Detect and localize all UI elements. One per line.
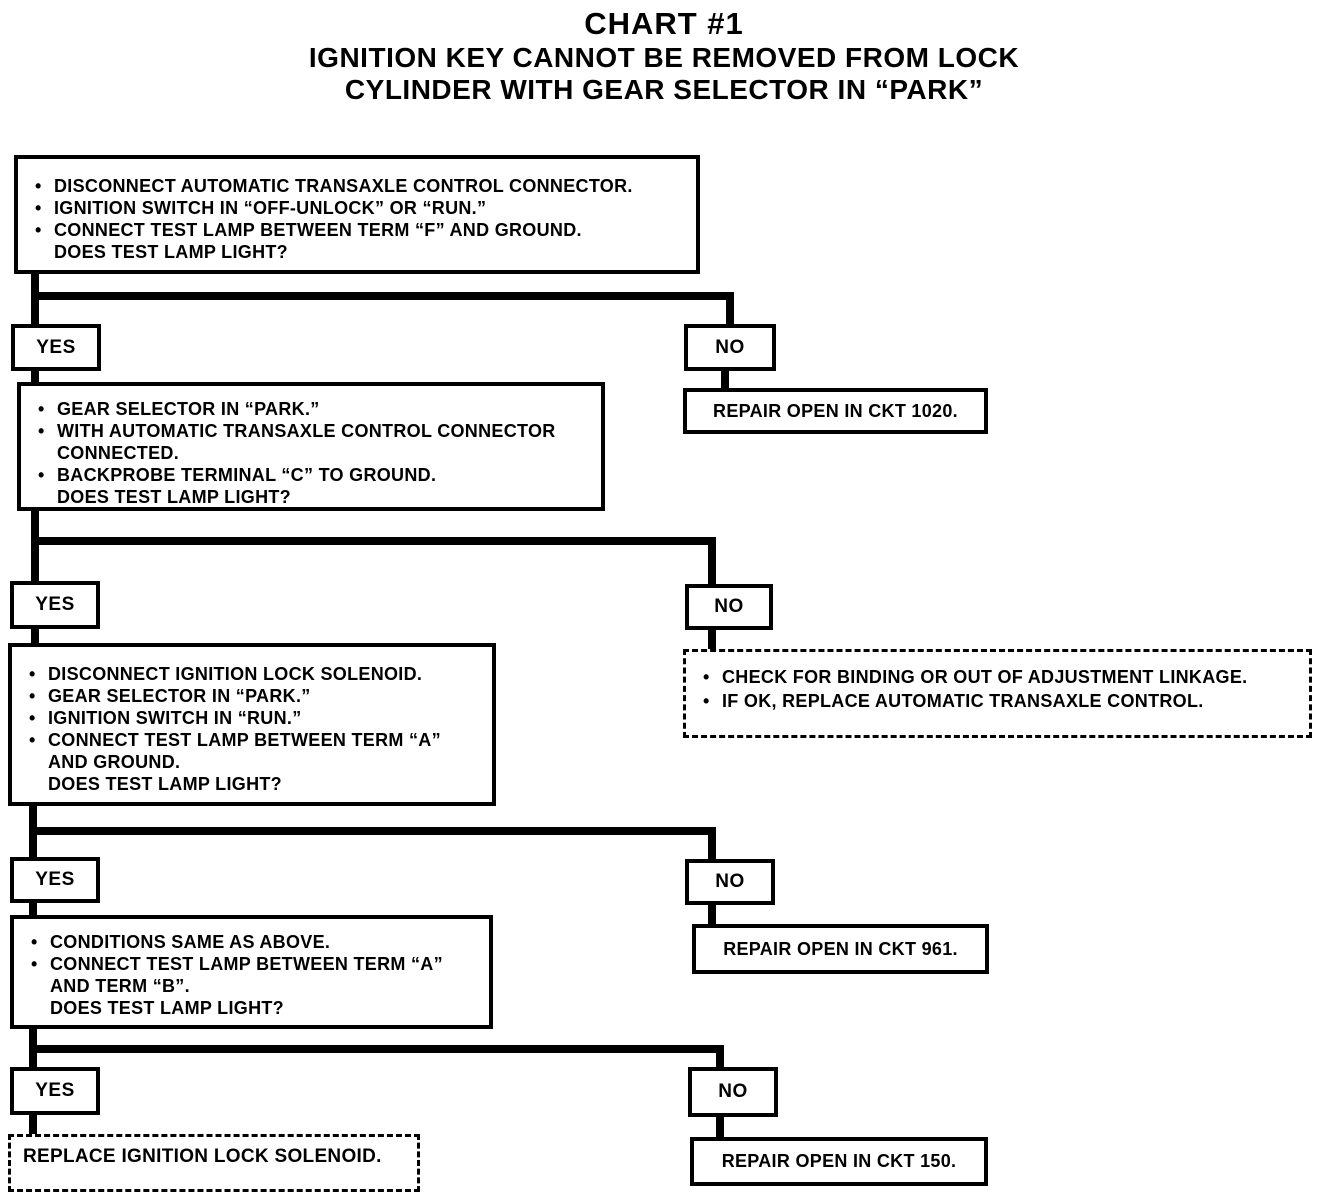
- connector-line: [31, 508, 39, 583]
- outcome-replace-solenoid: REPLACE IGNITION LOCK SOLENOID.: [8, 1134, 420, 1192]
- no-box-4: NO: [688, 1067, 778, 1117]
- instruction-bullet: DISCONNECT IGNITION LOCK SOLENOID.: [26, 663, 468, 685]
- connector-line: [29, 901, 37, 917]
- instruction-bullet: WITH AUTOMATIC TRANSAXLE CONTROL CONNECT…: [35, 420, 595, 464]
- instruction-bullet: GEAR SELECTOR IN “PARK.”: [35, 398, 595, 420]
- outcome-repair-ckt-1020: REPAIR OPEN IN CKT 1020.: [683, 388, 988, 434]
- instruction-bullet: DISCONNECT AUTOMATIC TRANSAXLE CONTROL C…: [32, 175, 690, 197]
- connector-line: [716, 1045, 724, 1070]
- chart-subtitle-line-1: IGNITION KEY CANNOT BE REMOVED FROM LOCK: [308, 42, 1020, 73]
- chart-title-block: CHART #1 IGNITION KEY CANNOT BE REMOVED …: [0, 6, 1328, 106]
- connector-line: [29, 827, 716, 835]
- connector-line: [721, 369, 729, 390]
- decision-box-2: GEAR SELECTOR IN “PARK.” WITH AUTOMATIC …: [17, 382, 605, 511]
- outcome-repair-ckt-150: REPAIR OPEN IN CKT 150.: [690, 1137, 988, 1186]
- connector-line: [29, 1045, 724, 1053]
- instruction-bullet: IF OK, REPLACE AUTOMATIC TRANSAXLE CONTR…: [700, 689, 1303, 713]
- chart-number-title: CHART #1: [584, 6, 744, 41]
- outcome-repair-ckt-961: REPAIR OPEN IN CKT 961.: [692, 924, 989, 974]
- connector-line: [716, 1115, 724, 1139]
- connector-line: [708, 537, 716, 586]
- yes-box-4: YES: [10, 1067, 100, 1115]
- yes-box-3: YES: [10, 857, 100, 903]
- instruction-bullet: CHECK FOR BINDING OR OUT OF ADJUSTMENT L…: [700, 665, 1303, 689]
- connector-line: [31, 369, 39, 384]
- question-line: DOES TEST LAMP LIGHT?: [50, 998, 284, 1018]
- yes-box-1: YES: [11, 324, 101, 371]
- instruction-bullet: GEAR SELECTOR IN “PARK.”: [26, 685, 468, 707]
- connector-line: [708, 827, 716, 862]
- connector-line: [31, 627, 39, 645]
- instruction-bullet: IGNITION SWITCH IN “OFF-UNLOCK” OR “RUN.…: [32, 197, 690, 219]
- decision-box-1: DISCONNECT AUTOMATIC TRANSAXLE CONTROL C…: [14, 155, 700, 274]
- connector-line: [726, 292, 734, 326]
- connector-line: [708, 903, 716, 927]
- instruction-bullet: CONNECT TEST LAMP BETWEEN TERM “A” AND G…: [26, 729, 468, 773]
- no-box-2: NO: [685, 584, 773, 630]
- question-line: DOES TEST LAMP LIGHT?: [57, 487, 291, 507]
- no-box-3: NO: [685, 859, 775, 905]
- connector-line: [708, 628, 716, 651]
- outcome-check-linkage: CHECK FOR BINDING OR OUT OF ADJUSTMENT L…: [683, 649, 1312, 738]
- instruction-bullet: CONDITIONS SAME AS ABOVE.: [28, 931, 470, 953]
- no-box-1: NO: [684, 324, 776, 371]
- instruction-bullet: IGNITION SWITCH IN “RUN.”: [26, 707, 468, 729]
- question-line: DOES TEST LAMP LIGHT?: [54, 242, 288, 262]
- connector-line: [31, 537, 716, 545]
- instruction-bullet: CONNECT TEST LAMP BETWEEN TERM “A” AND T…: [28, 953, 470, 997]
- decision-box-3: DISCONNECT IGNITION LOCK SOLENOID. GEAR …: [8, 643, 496, 806]
- chart-subtitle-line-2: CYLINDER WITH GEAR SELECTOR IN “PARK”: [344, 74, 984, 105]
- instruction-bullet: BACKPROBE TERMINAL “C” TO GROUND.: [35, 464, 595, 486]
- question-line: DOES TEST LAMP LIGHT?: [48, 774, 282, 794]
- connector-line: [31, 292, 734, 300]
- yes-box-2: YES: [10, 581, 100, 629]
- connector-line: [29, 1113, 37, 1136]
- instruction-bullet: CONNECT TEST LAMP BETWEEN TERM “F” AND G…: [32, 219, 690, 241]
- decision-box-4: CONDITIONS SAME AS ABOVE. CONNECT TEST L…: [10, 915, 493, 1029]
